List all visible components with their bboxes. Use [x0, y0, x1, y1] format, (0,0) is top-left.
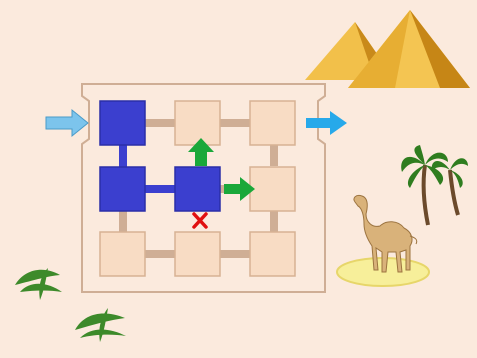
palm-trees-icon [401, 145, 468, 225]
room-2-2[interactable] [250, 232, 295, 276]
exit-arrow-icon [306, 111, 347, 135]
room-0-0-visited[interactable] [100, 101, 145, 145]
blocked-x-icon [194, 214, 206, 227]
room-1-1-current[interactable] [175, 167, 220, 211]
room-0-1[interactable] [175, 101, 220, 145]
pyramids-icon [305, 10, 470, 88]
room-1-0-visited[interactable] [100, 167, 145, 211]
room-2-0[interactable] [100, 232, 145, 276]
room-0-2[interactable] [250, 101, 295, 145]
room-2-1[interactable] [175, 232, 220, 276]
palm-fronds-icon [15, 268, 126, 342]
entry-arrow-icon [46, 110, 88, 136]
room-1-2[interactable] [250, 167, 295, 211]
